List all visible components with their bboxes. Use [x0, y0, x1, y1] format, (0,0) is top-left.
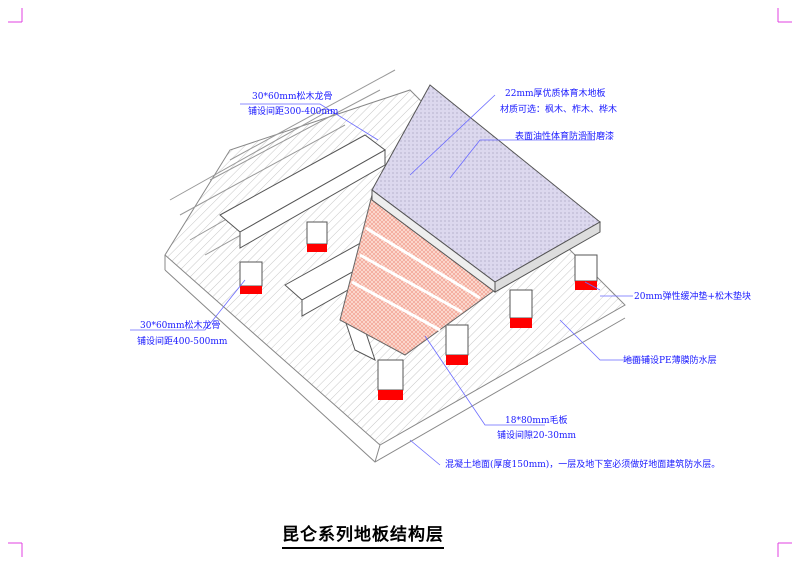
- corner-marks: [8, 8, 792, 557]
- support-posts: [239, 221, 598, 391]
- rubber-pads: [240, 244, 597, 400]
- floor-board-label-2: 材质可选：枫木、柞木、桦木: [500, 105, 618, 115]
- joist-top-label-2: 铺设间距300-400mm: [248, 107, 339, 117]
- subfloor-label-1: 18*80mm毛板: [505, 416, 568, 426]
- joist-left-label-2: 铺设间距400-500mm: [137, 337, 228, 347]
- pad-label: 20mm弹性缓冲垫+松木垫块: [634, 292, 752, 302]
- joist-left-label-1: 30*60mm松木龙骨: [140, 321, 221, 331]
- coating-label: 表面油性体育防滑耐磨漆: [515, 132, 615, 142]
- subfloor-label-2: 铺设间隙20-30mm: [497, 431, 577, 441]
- leader-lines: [130, 94, 650, 466]
- pe-film-label: 地面铺设PE薄膜防水层: [623, 356, 717, 366]
- concrete-label: 混凝土地面(厚度150mm)，一层及地下室必须做好地面建筑防水层。: [445, 460, 721, 470]
- floor-board-label-1: 22mm厚优质体育木地板: [505, 89, 606, 99]
- joist-top-label-1: 30*60mm松木龙骨: [252, 92, 333, 102]
- diagram-title: 昆仑系列地板结构层: [282, 520, 444, 549]
- joists: [219, 134, 393, 361]
